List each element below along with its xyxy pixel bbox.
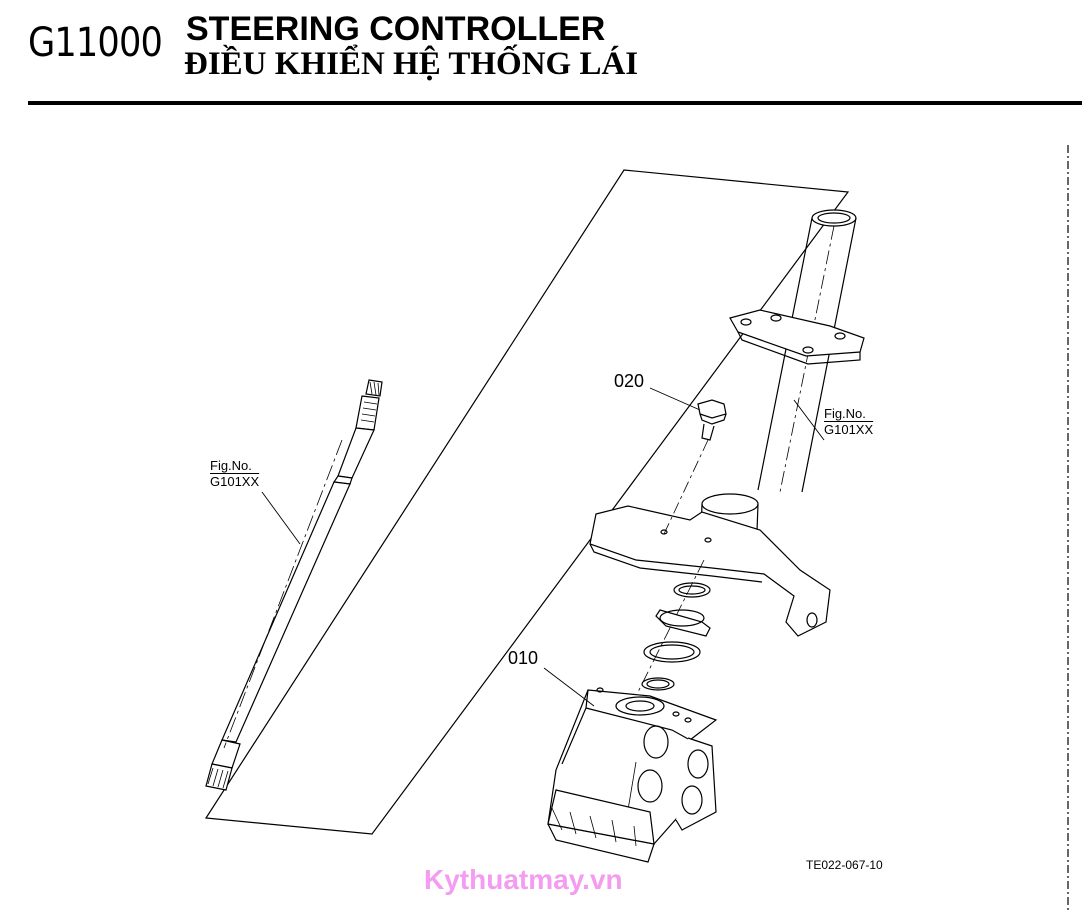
page-title-vietnamese: ĐIỀU KHIỂN HỆ THỐNG LÁI (184, 46, 639, 82)
fig-ref-label: Fig.No. (210, 458, 252, 473)
fig-reference-left: Fig.No. G101XX (210, 458, 259, 490)
fig-reference-right: Fig.No. G101XX (824, 406, 873, 438)
leader-figref-left (261, 491, 301, 545)
leader-010 (543, 667, 595, 707)
header-rule (28, 101, 1082, 105)
callout-010: 010 (508, 648, 539, 668)
callout-020: 020 (614, 371, 645, 391)
fig-ref-label: Fig.No. (824, 406, 866, 421)
steering-column (699, 209, 865, 559)
section-code: G11000 (28, 20, 163, 66)
leader-020 (649, 387, 701, 411)
seal-and-bearing-stack (627, 559, 711, 713)
page-title-english: STEERING CONTROLLER (186, 10, 606, 48)
fig-ref-number: G101XX (824, 422, 874, 437)
steering-shaft (205, 379, 383, 791)
steering-controller-010 (547, 687, 718, 863)
mounting-bracket (589, 505, 831, 637)
watermark: Kythuatmay.vn (424, 864, 623, 895)
bolt-020 (663, 399, 727, 535)
drawing-code: TE022-067-10 (806, 858, 883, 872)
assembly-frame (204, 169, 850, 835)
fig-ref-number: G101XX (210, 474, 260, 489)
leader-figref-right (793, 399, 825, 441)
